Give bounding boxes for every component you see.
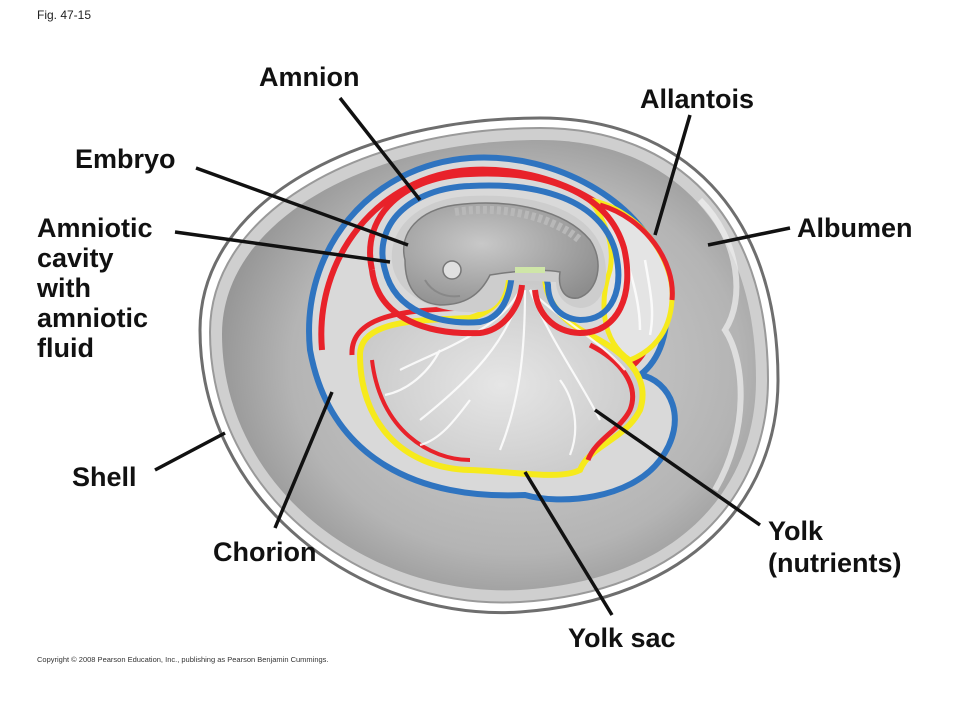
label-albumen: Albumen	[797, 213, 913, 243]
label-amniotic-cavity-line: with	[37, 273, 91, 303]
figure-number: Fig. 47-15	[37, 8, 92, 22]
label-amniotic-cavity-line: fluid	[37, 333, 94, 363]
yolk-vessels	[384, 289, 626, 456]
label-yolk-sac: Yolk sac	[568, 623, 676, 653]
label-shell: Shell	[72, 462, 137, 492]
label-embryo: Embryo	[75, 144, 176, 174]
label-amnion: Amnion	[259, 62, 360, 92]
amnion	[379, 182, 622, 326]
label-allantois: Allantois	[640, 84, 755, 114]
label-yolk-line: (nutrients)	[768, 548, 902, 578]
label-yolk: Yolk (nutrients)	[768, 515, 901, 579]
label-amniotic-cavity: Amniotic cavity with amniotic fluid	[37, 213, 153, 363]
label-amniotic-cavity-line: Amniotic	[37, 213, 153, 243]
copyright-notice: Copyright © 2008 Pearson Education, Inc.…	[37, 655, 329, 664]
label-amniotic-cavity-line: cavity	[37, 243, 114, 273]
label-chorion: Chorion	[213, 537, 317, 567]
leader-lines	[154, 96, 791, 616]
label-yolk-line: Yolk	[768, 516, 824, 546]
label-amniotic-cavity-line: amniotic	[37, 303, 149, 333]
